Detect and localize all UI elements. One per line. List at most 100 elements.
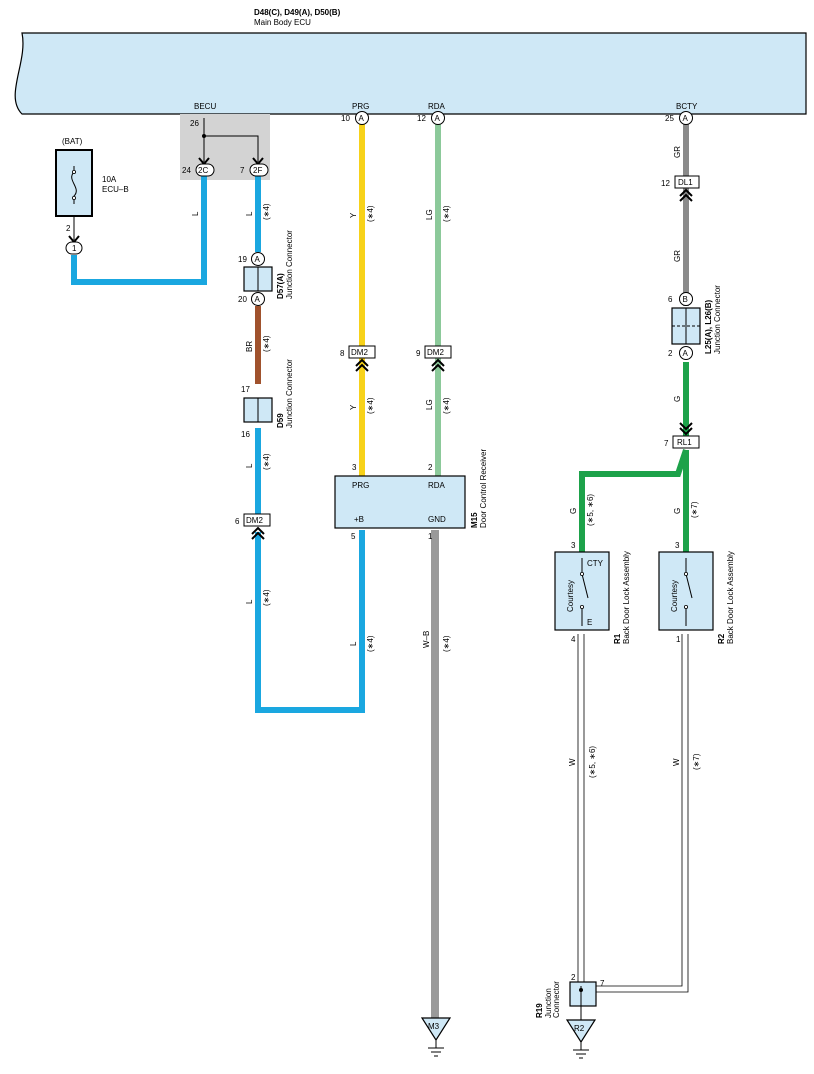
d59-id: D59	[276, 413, 285, 428]
ecu-pin-prg: PRG	[352, 102, 369, 111]
r19-id: R19	[535, 1003, 544, 1018]
dm2-prg-box	[348, 345, 376, 359]
label-l-1: L	[191, 211, 200, 216]
pin-16: 16	[241, 430, 250, 439]
label-gr-2: GR	[673, 250, 682, 262]
rl1-arrow	[679, 422, 693, 436]
d57-name: Junction Connector	[285, 230, 294, 299]
l25-id: L25(A), L26(B)	[704, 299, 713, 354]
ecu-pin-bcty: BCTY	[676, 102, 698, 111]
r19-name-1: Junction	[544, 988, 553, 1018]
label-g-3: G	[673, 508, 682, 514]
label-n4-9: (∗4)	[442, 397, 451, 414]
rl1-label: RL1	[677, 438, 692, 447]
pin-a-bcty: A	[683, 114, 689, 123]
pin-a-rda: A	[435, 114, 441, 123]
m15-plus-b: +B	[354, 515, 364, 524]
dm2-prg-label: DM2	[351, 348, 368, 357]
connector-2c: 24 2C	[182, 163, 215, 177]
r1-switch-icon	[581, 558, 589, 626]
wire-w-r1	[577, 634, 585, 982]
dl1-box	[674, 175, 700, 189]
wire-wb-gnd	[431, 530, 439, 1018]
fuse-rating: 10A	[102, 175, 117, 184]
label-gr-1: GR	[673, 146, 682, 158]
d57-pin-a-bottom: A	[255, 295, 261, 304]
r1-switch-contact-top	[580, 572, 585, 577]
l25-pin-b: B	[683, 295, 688, 304]
dm2-rda-arrow	[431, 358, 445, 372]
r2-switch-icon	[685, 558, 693, 626]
r1-e: E	[587, 618, 592, 627]
dm2-prg-arrow	[355, 358, 369, 372]
label-wb: W–B	[422, 631, 431, 648]
label-n4-7: (∗4)	[366, 397, 375, 414]
becu-jumper-wire	[203, 118, 259, 162]
ground-r2-triangle	[565, 1019, 597, 1044]
l25-pin-a-circle	[679, 346, 693, 360]
d59-name: Junction Connector	[285, 359, 294, 428]
pin-6-dm2: 6	[235, 517, 240, 526]
label-n4-3: (∗4)	[262, 453, 271, 470]
label-n7-1: (∗7)	[690, 501, 699, 518]
pin-7-2f: 7	[240, 166, 245, 175]
connector-2f-label: 2F	[253, 166, 262, 175]
r2-name: Back Door Lock Assembly	[726, 551, 735, 644]
dm2-rda-box	[424, 345, 452, 359]
m15-box	[334, 475, 466, 529]
r2-pin-1: 1	[676, 635, 681, 644]
connector-2f: 7 2F	[240, 163, 269, 177]
m15-name: Door Control Receiver	[479, 449, 488, 528]
r1-pin-4: 4	[571, 635, 576, 644]
r19-pin-2: 2	[571, 973, 576, 982]
label-g-1: G	[673, 396, 682, 402]
connector-2c-label: 2C	[198, 166, 208, 175]
d57-pin-a-bottom-circle	[251, 292, 265, 306]
label-y-1: Y	[349, 212, 358, 218]
dl1-arrow	[679, 188, 693, 202]
wire-w-r2	[596, 634, 689, 993]
main-body-ecu-box	[14, 32, 807, 115]
m15-id: M15	[470, 512, 479, 528]
ground-m3-icon	[428, 1040, 444, 1057]
l25-pin-a: A	[683, 349, 689, 358]
fuse-name: ECU–B	[102, 185, 129, 194]
r19-name-2: Connector	[552, 981, 561, 1018]
r1-switch-contact-bottom	[580, 605, 585, 610]
label-lg-2: LG	[425, 399, 434, 410]
fuse-contact-bottom	[72, 195, 77, 200]
label-n4-5: (∗4)	[366, 635, 375, 652]
ground-r2-label: R2	[574, 1024, 585, 1033]
bat-pin-1: 1	[72, 244, 77, 253]
pin-6-l25: 6	[668, 295, 673, 304]
l25-pin-b-circle	[679, 292, 693, 306]
pin-10: 10	[341, 114, 350, 123]
r1-name: Back Door Lock Assembly	[622, 551, 631, 644]
r19-box	[569, 981, 597, 1007]
r2-switch-contact-bottom	[684, 605, 689, 610]
pin-26: 26	[190, 119, 199, 128]
label-br: BR	[245, 341, 254, 352]
label-n56-1: (∗5, ∗6)	[586, 494, 595, 526]
m15-pin-1: 1	[428, 532, 433, 541]
bat-pin-2: 2	[66, 224, 71, 233]
d57-id: D57(A)	[276, 273, 285, 299]
r19-pin-7: 7	[600, 979, 605, 988]
pin-24: 24	[182, 166, 191, 175]
label-w-1: W	[568, 758, 577, 766]
ecu-subtitle: Main Body ECU	[254, 18, 311, 27]
label-l-4: L	[245, 599, 254, 604]
connector-a-bcty: 25 A	[665, 111, 693, 125]
dm2-left-box	[243, 513, 271, 527]
label-l-5: L	[349, 641, 358, 646]
m15-pin-3: 3	[352, 463, 357, 472]
label-l-2: L	[245, 211, 254, 216]
ecu-pin-rda: RDA	[428, 102, 446, 111]
label-n4-10: (∗4)	[442, 635, 451, 652]
r1-courtesy: Courtesy	[566, 580, 575, 612]
r1-id: R1	[613, 633, 622, 644]
label-n4-4: (∗4)	[262, 589, 271, 606]
pin-7-rl1: 7	[664, 439, 669, 448]
label-w-2: W	[672, 758, 681, 766]
